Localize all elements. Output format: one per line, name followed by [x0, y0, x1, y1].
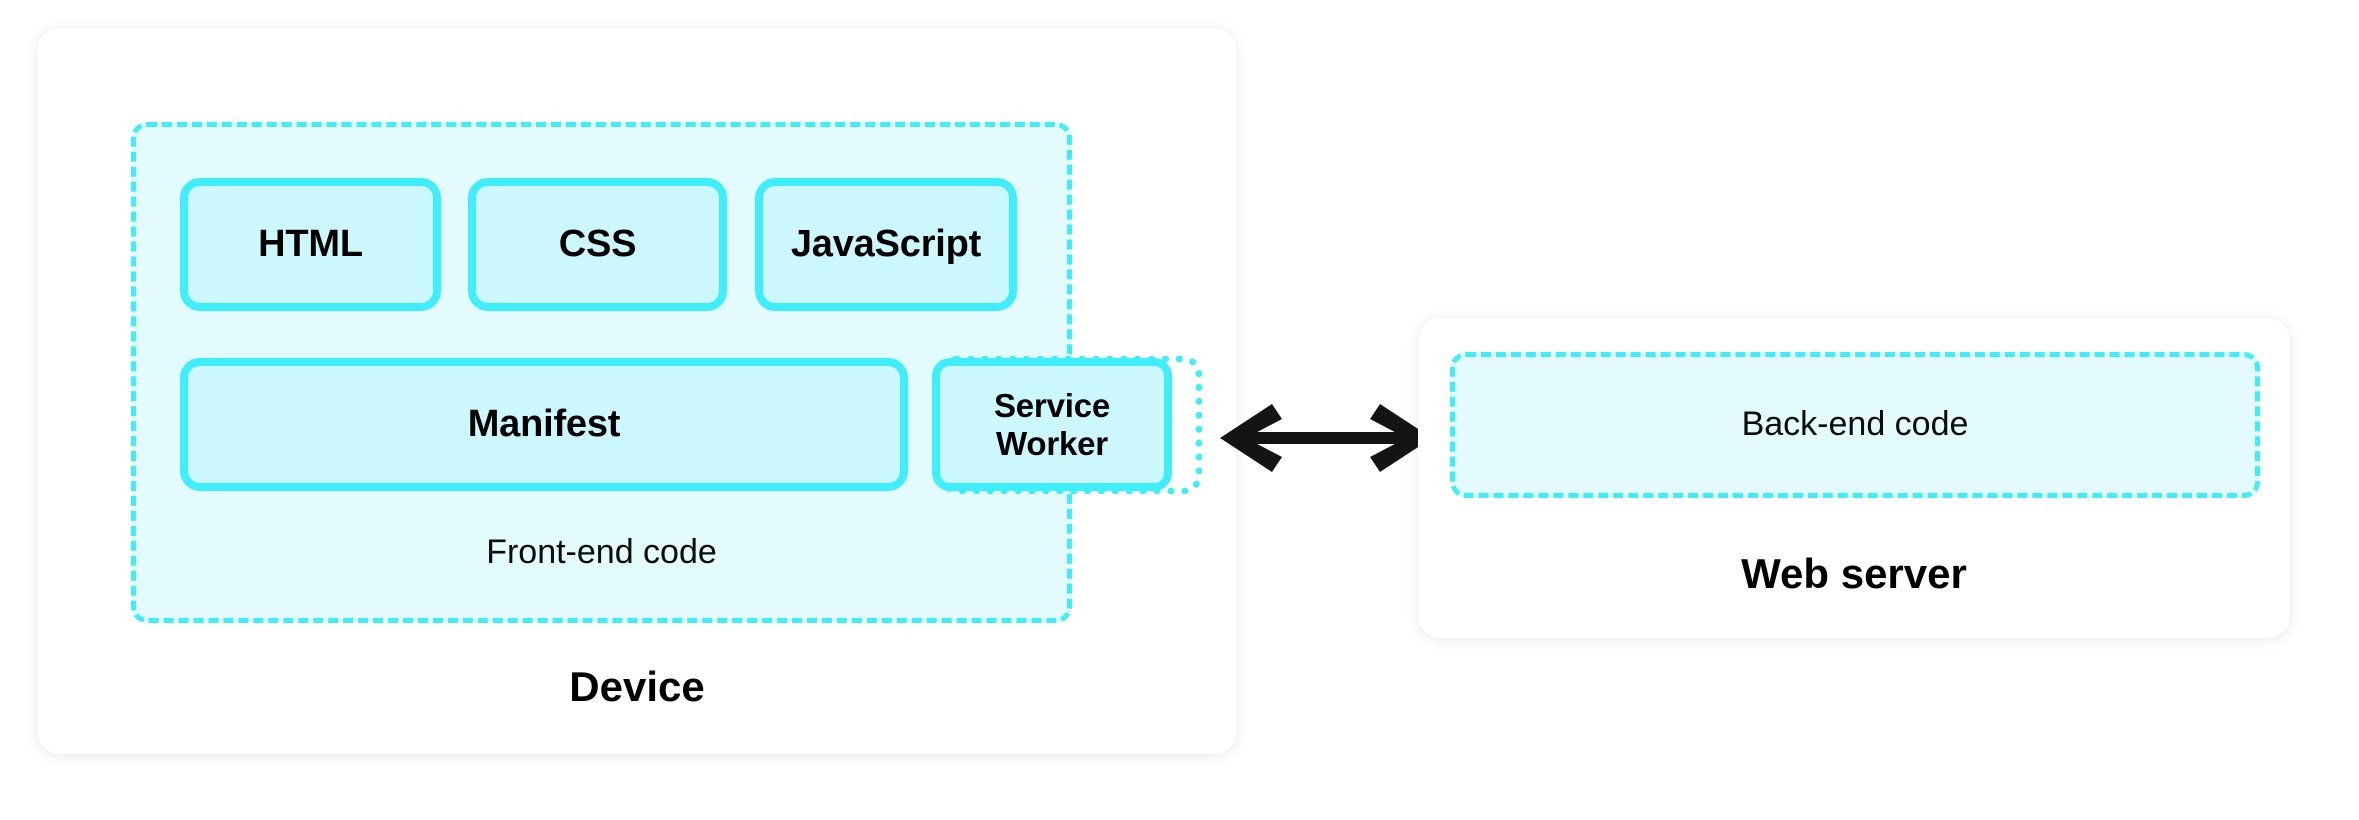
html-box[interactable]: HTML — [180, 178, 441, 311]
html-box-label: HTML — [258, 222, 363, 265]
javascript-box-label: JavaScript — [790, 222, 982, 265]
service-worker-label-line2: Worker — [996, 424, 1108, 462]
device-title: Device — [569, 663, 705, 710]
backend-code-group — [1450, 352, 2260, 498]
javascript-box[interactable]: JavaScript — [755, 178, 1017, 311]
manifest-box[interactable]: Manifest — [180, 358, 908, 491]
frontend-code-caption: Front-end code — [486, 533, 717, 571]
css-box[interactable]: CSS — [468, 178, 727, 311]
manifest-box-label: Manifest — [467, 402, 621, 445]
service-worker-label-line1: Service — [993, 386, 1111, 424]
backend-code-caption: Back-end code — [1741, 405, 1969, 443]
bidirectional-arrow-icon — [1220, 404, 1432, 472]
web-server-title: Web server — [1741, 550, 1967, 597]
css-box-label: CSS — [558, 222, 637, 265]
